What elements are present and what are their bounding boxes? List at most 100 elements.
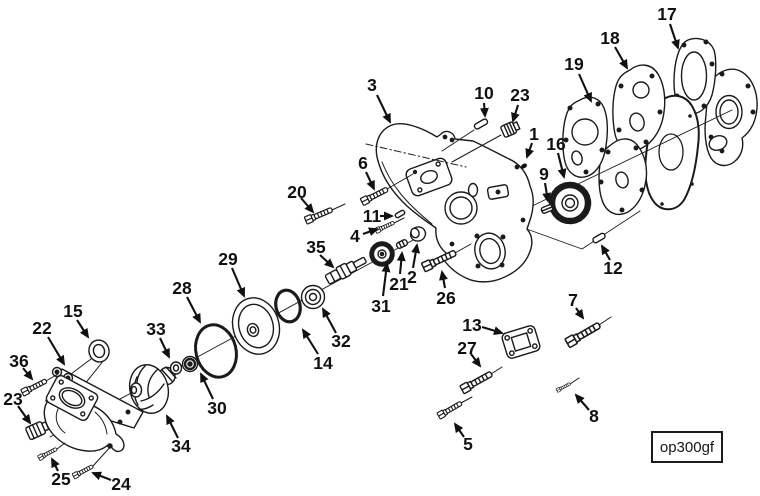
- pin-21: [395, 239, 409, 249]
- bolt-7: [564, 319, 603, 349]
- part-arrow-28: [186, 296, 201, 324]
- part-label-16: 16: [546, 134, 566, 154]
- bushing-2: [409, 226, 427, 242]
- part-arrow-19: [578, 73, 592, 103]
- part-label-18: 18: [600, 28, 620, 48]
- part-arrow-24: [91, 471, 112, 481]
- part-label-20: 20: [287, 182, 307, 202]
- part-label-35: 35: [306, 237, 326, 257]
- bolt-6: [359, 185, 390, 207]
- part-arrow-16: [556, 152, 567, 179]
- part-label-14: 14: [313, 353, 333, 373]
- pin-12: [592, 232, 606, 244]
- part-label-26: 26: [436, 288, 456, 308]
- part-label-27: 27: [457, 338, 476, 358]
- part-arrow-25: [51, 457, 60, 472]
- part-label-1: 1: [529, 124, 539, 144]
- part-label-24: 24: [111, 474, 131, 494]
- part-label-29: 29: [218, 249, 238, 269]
- part-arrow-12: [601, 244, 611, 261]
- part-arrow-10: [479, 102, 489, 118]
- part-arrow-35: [319, 254, 335, 269]
- timing-cover: [365, 123, 534, 283]
- slinger-30: [181, 355, 199, 373]
- part-arrow-9: [542, 182, 552, 203]
- part-label-9: 9: [539, 164, 549, 184]
- part-label-34: 34: [171, 436, 191, 456]
- bearing-32: [300, 284, 326, 310]
- part-arrow-15: [76, 319, 90, 339]
- camshaft-gear: [548, 181, 592, 225]
- figure-code: op300gf: [659, 438, 715, 456]
- part-label-7: 7: [568, 290, 578, 310]
- part-arrow-36: [22, 367, 34, 381]
- pin-11: [394, 209, 406, 219]
- part-label-36: 36: [9, 351, 29, 371]
- part-arrow-30: [200, 372, 214, 400]
- part-label-2: 2: [407, 267, 417, 287]
- part-arrow-26: [439, 270, 448, 289]
- bolt-27: [459, 369, 495, 395]
- bolt-5: [436, 399, 464, 420]
- part-label-33: 33: [146, 319, 166, 339]
- part-label-4: 4: [350, 226, 360, 246]
- part-label-15: 15: [63, 301, 83, 321]
- gasket-19: [562, 96, 609, 178]
- cover-plate-13: [501, 325, 541, 359]
- part-arrow-8: [574, 393, 590, 411]
- part-arrow-21: [396, 251, 406, 275]
- part-arrow-20: [300, 197, 315, 214]
- part-label-30: 30: [207, 398, 227, 418]
- part-label-8: 8: [589, 406, 599, 426]
- part-label-12: 12: [603, 258, 623, 278]
- part-arrow-23: [17, 405, 32, 425]
- part-label-32: 32: [331, 331, 351, 351]
- part-arrow-13: [481, 325, 504, 336]
- part-label-3: 3: [367, 75, 377, 95]
- plug-23-bottom: [25, 421, 50, 441]
- part-arrow-27: [470, 353, 482, 368]
- part-label-13: 13: [462, 315, 482, 335]
- part-label-31: 31: [371, 296, 391, 316]
- o-ring-14: [274, 288, 302, 324]
- bolt-20: [303, 205, 335, 225]
- part-arrow-34: [166, 414, 179, 439]
- part-label-11: 11: [363, 206, 382, 226]
- part-label-23: 23: [3, 389, 23, 409]
- bolt-25: [37, 446, 59, 462]
- bolt-8: [555, 381, 572, 393]
- o-ring-28: [194, 323, 238, 379]
- part-arrow-14: [301, 328, 319, 355]
- rear-housing: [704, 68, 758, 167]
- part-arrow-29: [231, 267, 245, 298]
- part-arrow-18: [614, 46, 628, 70]
- screw-1: [521, 163, 527, 169]
- part-label-22: 22: [32, 318, 52, 338]
- part-label-5: 5: [463, 434, 473, 454]
- part-arrow-5: [453, 422, 465, 438]
- impeller-34: [128, 364, 170, 414]
- part-arrow-23: [511, 104, 520, 123]
- key-9: [540, 204, 554, 214]
- part-arrow-32: [322, 307, 337, 334]
- idler-gear-31: [369, 241, 395, 267]
- cover-18: [612, 64, 666, 152]
- fasteners: [20, 173, 612, 480]
- part-arrow-7: [574, 307, 585, 320]
- part-arrow-1: [525, 142, 534, 159]
- part-label-23: 23: [510, 85, 530, 105]
- figure-code-box: op300gf: [651, 431, 723, 463]
- part-arrow-6: [365, 171, 375, 191]
- part-arrow-17: [669, 23, 680, 50]
- shaft-35: [324, 256, 367, 285]
- part-arrow-2: [411, 243, 421, 269]
- part-arrow-22: [47, 336, 66, 366]
- bolt-24: [71, 463, 95, 480]
- part-label-25: 25: [51, 469, 71, 489]
- part-arrow-33: [159, 337, 170, 359]
- part-label-10: 10: [474, 83, 494, 103]
- pulley-29: [231, 297, 281, 355]
- part-label-17: 17: [657, 4, 676, 24]
